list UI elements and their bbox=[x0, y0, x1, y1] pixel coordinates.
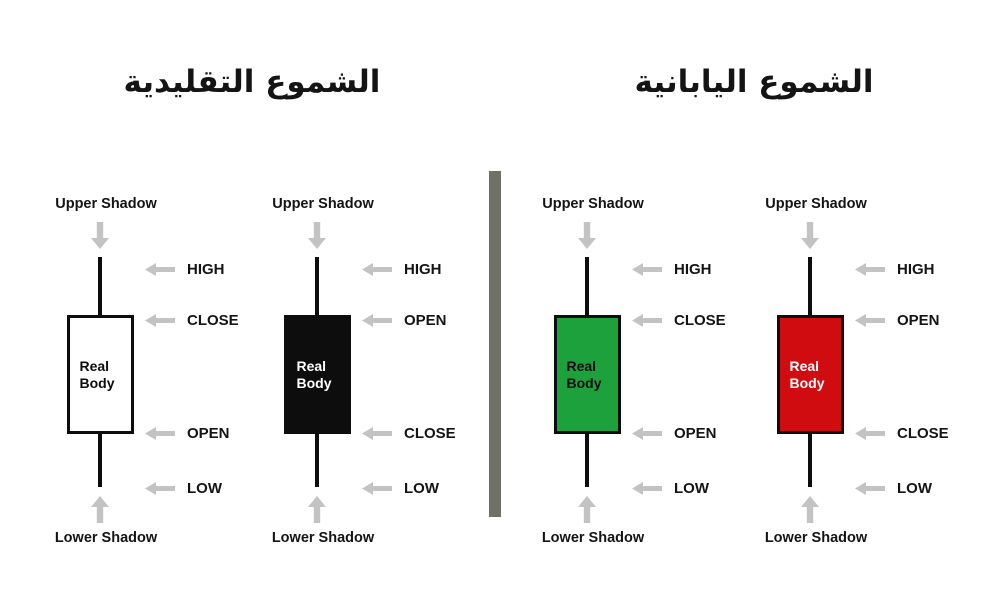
arrow-left-icon bbox=[145, 427, 175, 440]
high-row: HIGH bbox=[855, 261, 935, 278]
upper-wick bbox=[98, 257, 102, 315]
bottom-price-row: OPEN bbox=[632, 425, 717, 442]
top-price-row: CLOSE bbox=[145, 312, 239, 329]
upper-shadow-label: Upper Shadow bbox=[55, 196, 157, 212]
top-price-row: OPEN bbox=[855, 312, 940, 329]
lower-wick bbox=[315, 433, 319, 487]
candle-diagram-traditional-black: Upper Shadow Real Body Lower Shadow HIGH… bbox=[217, 190, 477, 562]
arrow-left-icon bbox=[145, 482, 175, 495]
real-body-label: Real Body bbox=[79, 357, 115, 391]
arrow-left-icon bbox=[362, 263, 392, 276]
arrow-left-icon bbox=[145, 314, 175, 327]
real-body-label: Real Body bbox=[296, 357, 332, 391]
arrow-down-icon bbox=[578, 222, 596, 249]
close-label: CLOSE bbox=[187, 312, 239, 329]
arrow-left-icon bbox=[855, 482, 885, 495]
high-row: HIGH bbox=[362, 261, 442, 278]
arrow-left-icon bbox=[632, 314, 662, 327]
arrow-left-icon bbox=[855, 427, 885, 440]
low-row: LOW bbox=[855, 480, 932, 497]
close-label: CLOSE bbox=[404, 425, 456, 442]
section-divider bbox=[489, 171, 501, 517]
low-row: LOW bbox=[145, 480, 222, 497]
open-label: OPEN bbox=[404, 312, 447, 329]
candle-diagram-japanese-red: Upper Shadow Real Body Lower Shadow HIGH… bbox=[710, 190, 970, 562]
low-label: LOW bbox=[187, 480, 222, 497]
high-label: HIGH bbox=[404, 261, 442, 278]
arrow-down-icon bbox=[91, 222, 109, 249]
real-body-label: Real Body bbox=[566, 357, 602, 391]
high-row: HIGH bbox=[145, 261, 225, 278]
lower-shadow-label: Lower Shadow bbox=[54, 530, 158, 546]
arrow-left-icon bbox=[632, 263, 662, 276]
upper-shadow-label: Upper Shadow bbox=[765, 196, 867, 212]
arrow-left-icon bbox=[632, 482, 662, 495]
arrow-down-icon bbox=[308, 222, 326, 249]
arrow-left-icon bbox=[145, 263, 175, 276]
arrow-left-icon bbox=[362, 482, 392, 495]
candle-diagram-japanese-green: Upper Shadow Real Body Lower Shadow HIGH… bbox=[487, 190, 747, 562]
bottom-price-row: OPEN bbox=[145, 425, 230, 442]
arrow-up-icon bbox=[801, 496, 819, 523]
low-row: LOW bbox=[362, 480, 439, 497]
candle-body: Real Body bbox=[284, 315, 351, 434]
upper-shadow-label: Upper Shadow bbox=[272, 196, 374, 212]
arrow-left-icon bbox=[362, 427, 392, 440]
lower-wick bbox=[585, 433, 589, 487]
title-japanese-candles: الشموع اليابانية bbox=[634, 64, 874, 100]
title-traditional-candles: الشموع التقليدية bbox=[123, 64, 381, 100]
close-label: CLOSE bbox=[674, 312, 726, 329]
lower-shadow-label: Lower Shadow bbox=[271, 530, 375, 546]
arrow-up-icon bbox=[578, 496, 596, 523]
bottom-price-row: CLOSE bbox=[362, 425, 456, 442]
arrow-left-icon bbox=[855, 263, 885, 276]
top-price-row: OPEN bbox=[362, 312, 447, 329]
top-price-row: CLOSE bbox=[632, 312, 726, 329]
low-label: LOW bbox=[404, 480, 439, 497]
high-row: HIGH bbox=[632, 261, 712, 278]
high-label: HIGH bbox=[187, 261, 225, 278]
arrow-left-icon bbox=[632, 427, 662, 440]
candle-diagram-traditional-white: Upper Shadow Real Body Lower Shadow HIGH… bbox=[0, 190, 260, 562]
lower-wick bbox=[808, 433, 812, 487]
open-label: OPEN bbox=[897, 312, 940, 329]
arrow-left-icon bbox=[855, 314, 885, 327]
arrow-up-icon bbox=[91, 496, 109, 523]
arrow-left-icon bbox=[362, 314, 392, 327]
candle-body: Real Body bbox=[67, 315, 134, 434]
low-label: LOW bbox=[897, 480, 932, 497]
open-label: OPEN bbox=[674, 425, 717, 442]
candle-body: Real Body bbox=[554, 315, 621, 434]
high-label: HIGH bbox=[674, 261, 712, 278]
upper-wick bbox=[585, 257, 589, 315]
upper-wick bbox=[808, 257, 812, 315]
low-label: LOW bbox=[674, 480, 709, 497]
candle-body: Real Body bbox=[777, 315, 844, 434]
close-label: CLOSE bbox=[897, 425, 949, 442]
lower-wick bbox=[98, 433, 102, 487]
lower-shadow-label: Lower Shadow bbox=[541, 530, 645, 546]
low-row: LOW bbox=[632, 480, 709, 497]
upper-shadow-label: Upper Shadow bbox=[542, 196, 644, 212]
bottom-price-row: CLOSE bbox=[855, 425, 949, 442]
high-label: HIGH bbox=[897, 261, 935, 278]
upper-wick bbox=[315, 257, 319, 315]
real-body-label: Real Body bbox=[789, 357, 825, 391]
open-label: OPEN bbox=[187, 425, 230, 442]
lower-shadow-label: Lower Shadow bbox=[764, 530, 868, 546]
arrow-down-icon bbox=[801, 222, 819, 249]
arrow-up-icon bbox=[308, 496, 326, 523]
